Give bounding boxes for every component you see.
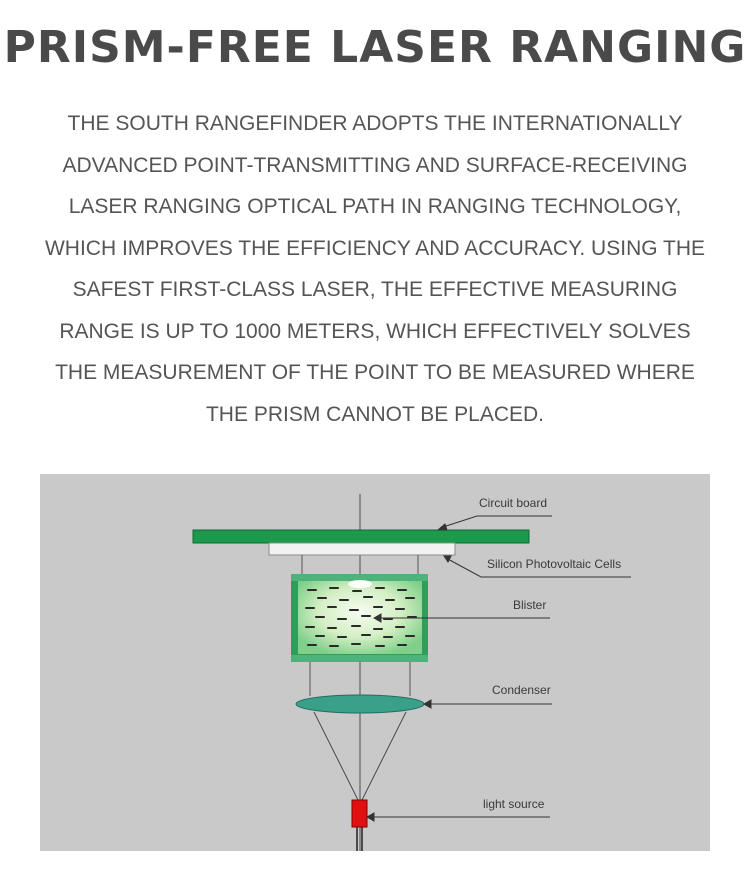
description-line: WHICH IMPROVES THE EFFICIENCY AND ACCURA… [44,236,706,260]
leader-circuit-board [439,515,552,529]
silicon-photovoltaic-cells [268,542,456,556]
description: THE SOUTH RANGEFINDER ADOPTS THE INTERNA… [30,103,720,435]
description-line: SAFEST FIRST-CLASS LASER, THE EFFECTIVE … [72,278,678,301]
description-line: THE SOUTH RANGEFINDER ADOPTS THE INTERNA… [67,112,683,135]
leader-photovoltaic [445,557,631,578]
label-condenser: Condenser [492,683,551,697]
laser-ranging-diagram: Circuit board Silicon Photovoltaic Cells… [40,474,710,851]
label-photovoltaic: Silicon Photovoltaic Cells [487,557,621,571]
light-ray [361,711,407,801]
light-ray [313,711,359,801]
arrowhead [372,613,382,623]
description-line: LASER RANGING OPTICAL PATH IN RANGING TE… [68,195,682,218]
label-blister: Blister [513,598,546,612]
page-title: PRISM-FREE LASER RANGING [3,22,747,73]
label-circuit-board: Circuit board [479,496,547,510]
description-line: RANGE IS UP TO 1000 METERS, WHICH EFFECT… [59,319,691,343]
label-light-source: light source [483,797,545,811]
description-line: THE MEASUREMENT OF THE POINT TO BE MEASU… [55,361,695,384]
arrowhead [365,812,375,822]
circuit-board [192,529,530,544]
description-line: THE PRISM CANNOT BE PLACED. [205,402,544,426]
arrowhead [443,555,452,563]
light-source [351,799,368,828]
arrowhead [436,523,448,531]
arrowhead [422,699,432,709]
condenser-lens [295,694,425,714]
description-line: ADVANCED POINT-TRANSMITTING AND SURFACE-… [62,153,688,177]
